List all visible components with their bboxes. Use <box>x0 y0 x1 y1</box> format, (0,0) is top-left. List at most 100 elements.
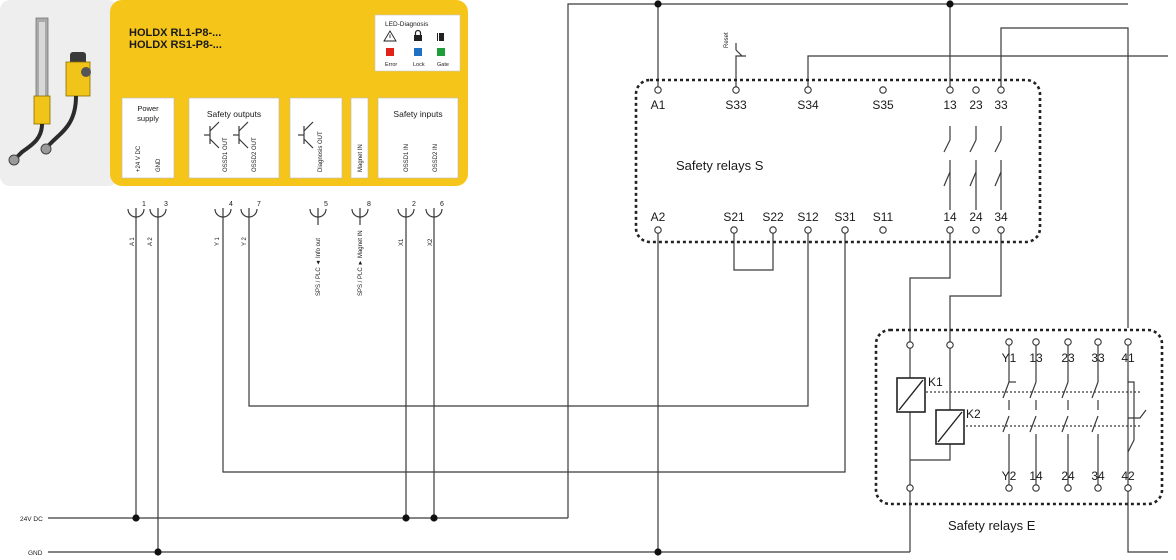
relay-e-box <box>874 328 1164 506</box>
relay-s-bottom-terminals <box>654 226 1005 234</box>
terminal-s31: S31 <box>834 210 856 224</box>
wiring: 24V DC GND Reset <box>20 0 1168 557</box>
gate-icon <box>437 33 444 41</box>
terminal-e13: 13 <box>1029 351 1043 365</box>
warning-icon <box>383 30 397 42</box>
terminal-e24: 24 <box>1061 469 1075 483</box>
gate-led <box>437 48 445 56</box>
device-panel: HOLDX RL1-P8-... HOLDX RS1-P8-... LED-Di… <box>0 0 468 186</box>
led-label-gate: Gate <box>437 62 449 68</box>
terminal-a2: A2 <box>651 210 666 224</box>
signal-ossd2-in: OSSD2 IN <box>433 144 439 172</box>
relay-s-top-terminals <box>654 86 1005 94</box>
coil-k2-icon <box>935 409 965 445</box>
signal-magnet-in: Magnet IN <box>358 144 364 172</box>
safety-outputs-group <box>188 97 280 179</box>
safety-inputs-group <box>377 97 459 179</box>
wire-label-magnet-in: SPS / PLC ► Magnet IN <box>358 230 364 296</box>
pin-number: 7 <box>257 201 261 208</box>
product-photo-background <box>0 0 118 186</box>
terminal-a1: A1 <box>651 98 666 112</box>
terminal-e42: 42 <box>1121 469 1135 483</box>
wire-label-a1: A 1 <box>130 237 136 246</box>
wire-label-y2: Y 2 <box>242 236 248 246</box>
relay-s-contacts <box>943 126 1002 210</box>
device-name-line2: HOLDX RS1-P8-... <box>129 39 222 51</box>
relay-e-contacts <box>1002 368 1147 453</box>
signal-gnd: GND <box>156 158 162 172</box>
transistor-diagnosis-icon <box>298 121 314 149</box>
terminal-s34: S34 <box>797 98 819 112</box>
terminal-33: 33 <box>994 98 1008 112</box>
safety-relay-e: Y1 13 23 33 41 K1 K2 Y2 14 <box>874 328 1164 533</box>
product-photo <box>8 17 91 166</box>
terminal-e23: 23 <box>1061 351 1075 365</box>
signal-ossd1-out: OSSD1 OUT <box>223 137 229 172</box>
reset-label: Reset <box>724 32 730 48</box>
pin-number: 1 <box>142 201 146 208</box>
wire-label-x1: X1 <box>399 238 405 246</box>
terminal-s12: S12 <box>797 210 819 224</box>
wire-label-info-out: SPS / PLC ◄ Info out <box>316 238 322 296</box>
relay-s-title: Safety relays S <box>676 158 764 173</box>
terminal-s22: S22 <box>762 210 784 224</box>
pin-number: 2 <box>412 201 416 208</box>
signal-24vdc: +24 V DC <box>136 145 142 172</box>
terminal-24: 24 <box>969 210 983 224</box>
transistor-ossd1-icon <box>204 121 220 149</box>
terminal-14: 14 <box>943 210 957 224</box>
terminal-13: 13 <box>943 98 957 112</box>
safety-outputs-label: Safety outputs <box>207 109 261 119</box>
power-supply-group <box>121 97 175 179</box>
pin-number: 5 <box>324 201 328 208</box>
terminal-y2: Y2 <box>1002 469 1017 483</box>
signal-diagnosis-out: Diagnosis OUT <box>318 131 324 172</box>
diagnosis-group <box>289 97 343 179</box>
signal-ossd1-in: OSSD1 IN <box>404 144 410 172</box>
signal-ossd2-out: OSSD2 OUT <box>252 137 258 172</box>
terminal-e34: 34 <box>1091 469 1105 483</box>
coil-k2-label: K2 <box>966 407 981 421</box>
coil-k1-label: K1 <box>928 375 943 389</box>
pin-number: 6 <box>440 201 444 208</box>
pin-number: 3 <box>164 201 168 208</box>
led-label-lock: Lock <box>413 62 425 68</box>
terminal-e33: 33 <box>1091 351 1105 365</box>
error-led <box>386 48 394 56</box>
safety-inputs-label: Safety inputs <box>393 109 442 119</box>
transistor-ossd2-icon <box>233 121 249 149</box>
device-name-line1: HOLDX RL1-P8-... <box>129 27 221 39</box>
terminal-e41: 41 <box>1121 351 1135 365</box>
wire-label-a2: A 2 <box>148 237 154 246</box>
connector-row: 1 3 4 7 5 8 2 6 A 1 A 2 Y 1 Y 2 SPS / PL… <box>127 201 444 296</box>
wire-label-x2: X2 <box>428 238 434 246</box>
terminal-s33: S33 <box>725 98 747 112</box>
wire-label-y1: Y 1 <box>215 236 221 246</box>
coil-k1-icon <box>896 377 926 413</box>
terminal-s21: S21 <box>723 210 745 224</box>
terminal-34: 34 <box>994 210 1008 224</box>
terminal-e14: 14 <box>1029 469 1043 483</box>
pin-number: 4 <box>229 201 233 208</box>
relay-e-top-terminals <box>906 338 1132 349</box>
led-diagnosis-box: LED-Diagnosis Error Lock Gate <box>374 14 461 72</box>
rail-label-24vdc: 24V DC <box>20 516 43 523</box>
junction-dots <box>132 0 954 556</box>
pin-number: 8 <box>367 201 371 208</box>
terminal-y1: Y1 <box>1002 351 1017 365</box>
lock-led <box>414 48 422 56</box>
rail-label-gnd: GND <box>28 550 43 557</box>
relay-e-title: Safety relays E <box>948 518 1036 533</box>
led-title: LED-Diagnosis <box>385 21 429 28</box>
magnet-group <box>350 97 369 179</box>
relay-e-bottom-terminals <box>906 484 1132 492</box>
relay-s-box <box>634 78 1042 244</box>
lock-icon <box>414 29 422 41</box>
terminal-s11: S11 <box>873 210 894 224</box>
mechanical-link <box>926 391 1140 427</box>
terminal-23: 23 <box>969 98 983 112</box>
terminal-s35: S35 <box>872 98 894 112</box>
led-label-error: Error <box>385 62 397 68</box>
